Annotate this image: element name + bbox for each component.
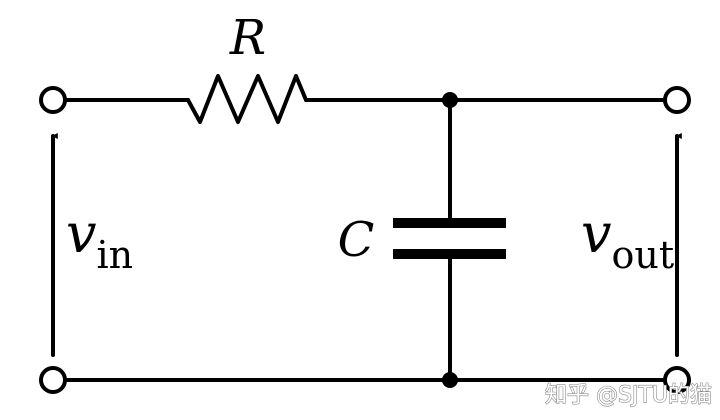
resistor-symbol (186, 74, 308, 124)
vin-label: vin (66, 202, 133, 277)
input-terminal-bottom (39, 366, 67, 394)
vout-label-main: v (581, 202, 612, 265)
watermark-text: 知乎 @SJTU的猫 (545, 383, 712, 408)
output-terminal-top (663, 86, 691, 114)
vout-label: vout (581, 202, 674, 277)
capacitor-plate-top (393, 218, 506, 228)
vout-label-sub: out (612, 233, 675, 277)
vin-label-main: v (66, 202, 97, 265)
input-terminal-top (39, 86, 67, 114)
junction-dot-top (442, 92, 458, 108)
output-terminal-bottom (663, 366, 691, 394)
capacitor-label: C (338, 212, 375, 268)
capacitor-plate-bottom (393, 249, 506, 259)
vin-label-sub: in (97, 233, 134, 277)
resistor-label: R (229, 10, 266, 66)
junction-dot-bottom (442, 372, 458, 388)
